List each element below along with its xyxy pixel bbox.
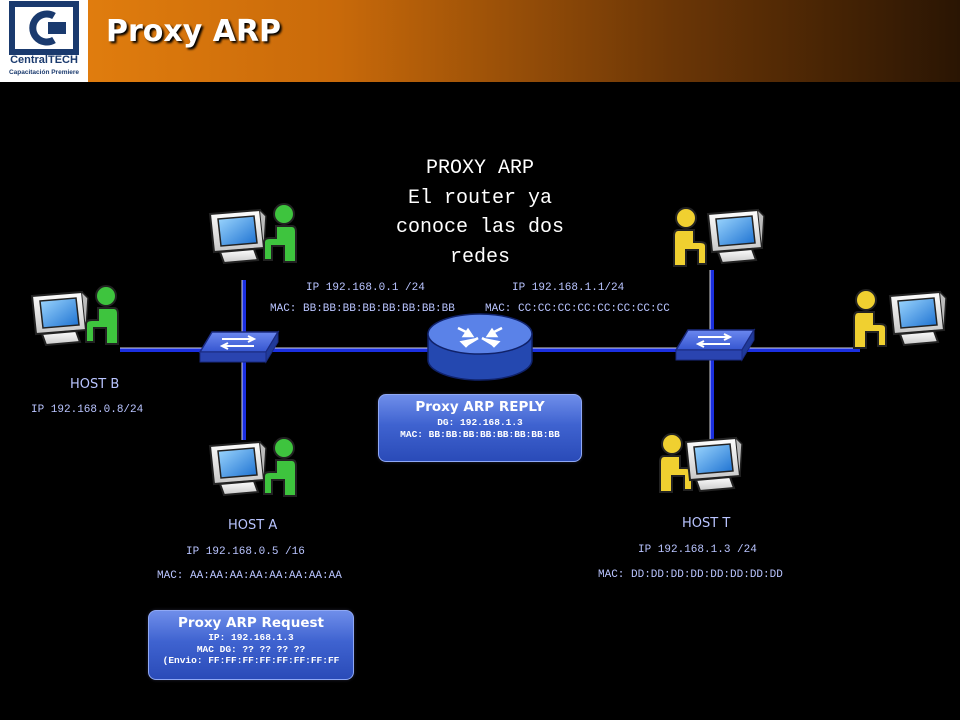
host-t-ip: IP 192.168.1.3 /24 bbox=[638, 544, 757, 556]
router-left-ip: IP 192.168.0.1 /24 bbox=[306, 282, 425, 294]
reply-line-2: MAC: BB:BB:BB:BB:BB:BB:BB:BB bbox=[400, 428, 560, 440]
user-host-a-icon bbox=[262, 436, 298, 498]
page-title: Proxy ARP bbox=[106, 14, 282, 49]
pc-host-t-icon bbox=[685, 437, 743, 492]
request-line-3: (Envio: FF:FF:FF:FF:FF:FF:FF:FF bbox=[162, 655, 340, 666]
diagram-caption: PROXY ARP El router ya conoce las dos re… bbox=[356, 154, 604, 272]
user-far-right-icon bbox=[852, 288, 888, 350]
pc-host-b-icon bbox=[31, 291, 89, 346]
router-right-mac: MAC: CC:CC:CC:CC:CC:CC:CC:CC bbox=[485, 303, 670, 315]
pc-top-right-icon bbox=[707, 209, 765, 264]
caption-line-1: PROXY ARP bbox=[425, 157, 535, 180]
title-bar bbox=[0, 0, 960, 82]
host-a-ip: IP 192.168.0.5 /16 bbox=[186, 546, 305, 558]
request-line-2: MAC DG: ?? ?? ?? ?? bbox=[196, 643, 306, 655]
caption-line-3: conoce las dos bbox=[395, 216, 565, 239]
request-line-1: IP: 192.168.1.3 bbox=[208, 632, 294, 643]
company-logo: CentralTECH Capacitación Premiere bbox=[0, 0, 88, 82]
caption-line-2: El router ya bbox=[407, 186, 553, 210]
pc-top-left-icon bbox=[209, 209, 267, 264]
pc-far-right-icon bbox=[889, 291, 947, 346]
router-right-ip: IP 192.168.1.1/24 bbox=[512, 282, 625, 294]
logo-subtitle: Capacitación Premiere bbox=[8, 69, 80, 76]
user-top-right-icon bbox=[672, 206, 708, 268]
host-a-name: HOST A bbox=[228, 518, 278, 533]
logo-name: CentralTECH bbox=[10, 54, 78, 66]
user-host-b-icon bbox=[85, 285, 119, 345]
proxy-arp-reply-box: Proxy ARP REPLY DG: 192.168.1.3 MAC: BB:… bbox=[378, 394, 582, 462]
router-left-mac: MAC: BB:BB:BB:BB:BB:BB:BB:BB bbox=[270, 303, 455, 315]
host-b-name: HOST B bbox=[70, 377, 120, 392]
router-icon bbox=[427, 313, 533, 381]
host-t-mac: MAC: DD:DD:DD:DD:DD:DD:DD:DD bbox=[598, 569, 783, 581]
left-switch-icon bbox=[198, 330, 280, 364]
proxy-arp-request-box: Proxy ARP Request IP: 192.168.1.3 MAC DG… bbox=[148, 610, 354, 680]
user-top-left-icon bbox=[263, 203, 297, 263]
host-t-name: HOST T bbox=[682, 516, 731, 531]
right-switch-icon bbox=[674, 328, 756, 362]
host-b-ip: IP 192.168.0.8/24 bbox=[31, 404, 144, 416]
reply-title: Proxy ARP REPLY bbox=[415, 399, 545, 415]
logo-mark-icon bbox=[9, 1, 79, 55]
request-title: Proxy ARP Request bbox=[178, 615, 324, 631]
host-a-mac: MAC: AA:AA:AA:AA:AA:AA:AA:AA bbox=[157, 570, 342, 582]
reply-line-1: DG: 192.168.1.3 bbox=[437, 417, 523, 428]
pc-host-a-icon bbox=[209, 441, 267, 496]
caption-line-4: redes bbox=[449, 245, 510, 269]
